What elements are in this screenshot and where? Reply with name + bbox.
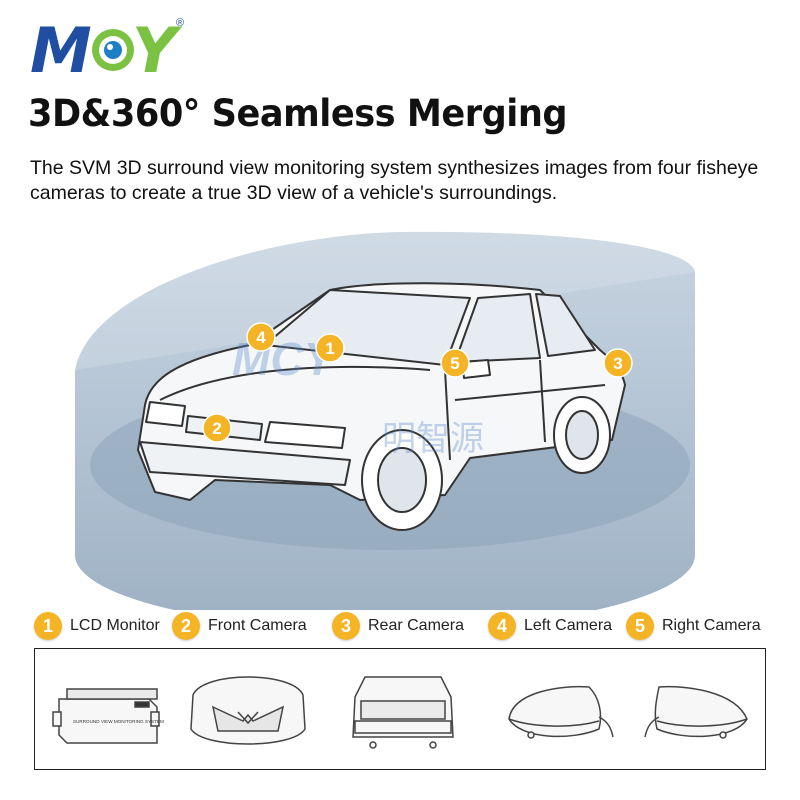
- intro-text: The SVM 3D surround view monitoring syst…: [30, 157, 759, 204]
- svg-text:1: 1: [325, 339, 334, 358]
- car-surround-illustration: MCY 明智源 1 2 3 4 5: [75, 231, 695, 610]
- legend-badge: 2: [172, 612, 200, 640]
- car: [137, 282, 626, 531]
- legend-label: Left Camera: [524, 617, 613, 634]
- legend-badge: 4: [488, 612, 516, 640]
- svg-text:2: 2: [212, 419, 221, 438]
- svg-text:4: 4: [256, 328, 266, 347]
- marker-4: 4: [246, 322, 276, 352]
- front-camera-image: [190, 676, 306, 745]
- control-box-image: SURROUND VIEW MONITORING SYSTEM: [52, 688, 164, 744]
- legend-badge: 1: [34, 612, 62, 640]
- svg-text:5: 5: [450, 354, 459, 373]
- rear-camera-image: [352, 676, 454, 749]
- legend-item-front-camera: 2 Front Camera: [172, 610, 307, 642]
- legend-label: Rear Camera: [368, 617, 465, 634]
- page-title: 3D&360° Seamless Merging: [28, 92, 568, 135]
- legend-label: Front Camera: [208, 617, 307, 634]
- marker-3: 3: [603, 348, 633, 378]
- svg-text:M: M: [30, 14, 92, 78]
- legend-item-lcd-monitor: 1 LCD Monitor: [34, 610, 160, 642]
- parts-panel: SURROUND VIEW MONITORING SYSTEM: [34, 648, 766, 770]
- registered-mark: ®: [176, 17, 184, 29]
- left-camera-image: [508, 685, 614, 739]
- device-label: SURROUND VIEW MONITORING SYSTEM: [73, 719, 164, 724]
- legend: 1 LCD Monitor 2 Front Camera 3 Rear Came…: [34, 610, 774, 642]
- legend-badge: 5: [626, 612, 654, 640]
- legend-label: LCD Monitor: [70, 617, 160, 634]
- legend-badge: 3: [332, 612, 360, 640]
- marker-2: 2: [202, 413, 232, 443]
- marker-5: 5: [440, 348, 470, 378]
- svg-text:Y: Y: [132, 14, 183, 78]
- legend-label: Right Camera: [662, 617, 761, 634]
- marker-1: 1: [315, 333, 345, 363]
- brand-logo: M Y ®: [30, 14, 184, 78]
- svg-text:3: 3: [613, 354, 622, 373]
- legend-item-rear-camera: 3 Rear Camera: [332, 610, 464, 642]
- legend-item-left-camera: 4 Left Camera: [488, 610, 612, 642]
- right-camera-image: [644, 685, 748, 739]
- legend-item-right-camera: 5 Right Camera: [626, 610, 761, 642]
- watermark-cn: 明智源: [382, 420, 484, 458]
